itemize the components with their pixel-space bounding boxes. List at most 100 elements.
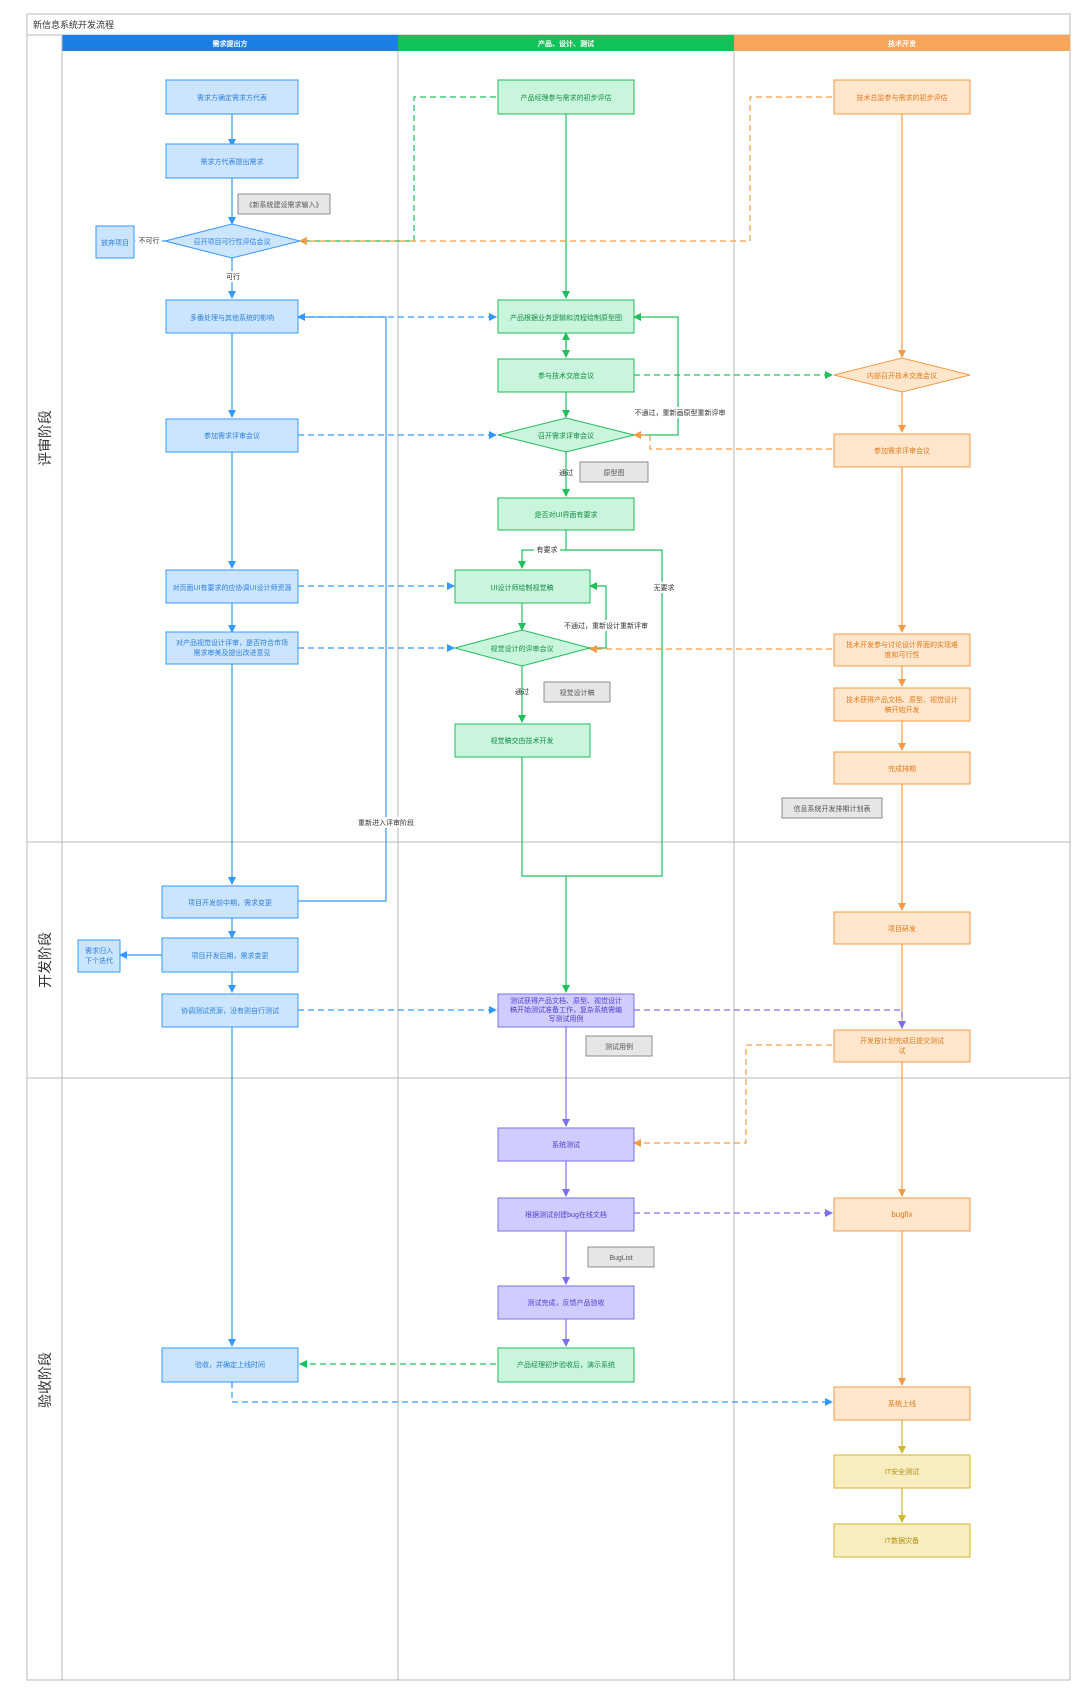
note-visual-label: 视觉设计稿 — [560, 688, 595, 697]
node-n11-label: 项目开发后期，需求变更 — [192, 951, 269, 960]
label-fail-1: 不通过，重新画原型重新评审 — [635, 408, 726, 417]
node-n6 — [165, 418, 299, 453]
node-n5-label: 多番处理与其他系统的影响 — [190, 313, 274, 322]
node-p9-label-3: 写测试用例 — [549, 1014, 584, 1023]
node-t1 — [833, 79, 971, 115]
node-n1 — [165, 79, 299, 115]
pool-frame — [26, 13, 1071, 1681]
node-n1-label: 需求方确定需求方代表 — [197, 93, 267, 102]
node-p6-label: UI设计师绘制视觉稿 — [491, 583, 554, 592]
node-p8 — [454, 723, 591, 758]
node-t2 — [833, 357, 971, 393]
lane-header-product — [398, 35, 734, 51]
node-p7 — [453, 629, 592, 667]
node-t11 — [833, 1454, 971, 1489]
node-t9-label: bugfix — [891, 1210, 912, 1219]
node-p13-label: 产品经理初步验收后，演示系统 — [517, 1360, 615, 1369]
lane-header-requester — [62, 35, 398, 51]
note-visual — [543, 681, 611, 703]
node-t4 — [833, 633, 971, 667]
label-not-required: 无要求 — [654, 583, 675, 592]
note-testcase — [585, 1035, 653, 1057]
node-t7 — [833, 911, 971, 945]
node-n2-label: 需求方代表提出需求 — [201, 157, 264, 166]
node-n2 — [165, 143, 299, 179]
label-reenter: 重新进入评审阶段 — [358, 818, 414, 827]
node-t4-label-1: 技术开发参与讨论设计界面的实现难 — [846, 640, 958, 649]
edges — [119, 96, 906, 1523]
node-t5 — [833, 687, 971, 722]
node-t3 — [833, 433, 971, 468]
phase-review: 评审阶段 — [37, 410, 53, 466]
node-p10-label: 系统测试 — [552, 1140, 580, 1149]
node-p8-label: 视觉稿交由技术开发 — [491, 736, 554, 745]
node-t12 — [833, 1523, 971, 1558]
node-p6 — [454, 569, 591, 604]
node-n12 — [161, 993, 299, 1028]
node-n6-label: 参加需求评审会议 — [204, 431, 260, 440]
node-t7-label: 项目研发 — [888, 924, 916, 933]
node-p1 — [497, 79, 635, 115]
lane-label-requester: 需求提出方 — [213, 39, 248, 48]
requester-nodes: 需求方确定需求方代表 需求方代表提出需求 召开项目可行性评估会议 放弃项目 多番… — [77, 79, 301, 1383]
lane-label-product: 产品、设计、测试 — [538, 39, 594, 48]
node-p4-label: 召开需求评审会议 — [538, 431, 594, 440]
node-t10 — [833, 1386, 971, 1421]
node-t1-label: 技术总监参与需求的初步评估 — [857, 93, 948, 102]
label-pass-1: 通过 — [559, 468, 573, 477]
label-feasible: 可行 — [226, 272, 240, 281]
node-n8 — [165, 631, 299, 665]
node-n5 — [165, 299, 299, 334]
node-p3 — [497, 358, 635, 393]
node-t11-label: IT安全测试 — [885, 1467, 919, 1476]
node-t3-label: 参加需求评审会议 — [874, 446, 930, 455]
node-p11 — [497, 1197, 635, 1232]
node-p9-label-1: 测试获得产品文档、原型、视觉设计 — [510, 996, 622, 1005]
node-p12 — [497, 1285, 635, 1320]
node-t8-label-1: 开发按计划完成后提交测试 — [860, 1036, 944, 1045]
note-prototype-label: 原型图 — [604, 468, 625, 477]
product-nodes: 产品经理参与需求的初步评估 产品根据业务逻辑和流程绘制原型图 参与技术交底会议 … — [453, 79, 635, 1383]
node-p2-label: 产品根据业务逻辑和流程绘制原型图 — [510, 313, 622, 322]
note-new-sys — [237, 193, 331, 215]
node-p3-label: 参与技术交底会议 — [538, 371, 594, 380]
node-p1-label: 产品经理参与需求的初步评估 — [521, 93, 612, 102]
tech-nodes: 技术总监参与需求的初步评估 内部召开技术交底会议 参加需求评审会议 技术开发参与… — [833, 79, 971, 1558]
node-n10 — [77, 939, 121, 973]
node-p5 — [497, 497, 635, 531]
node-n11 — [161, 937, 299, 973]
node-n12-label: 协调测试资源，没有则自行测试 — [181, 1006, 279, 1015]
node-t6-label: 完成排期 — [888, 764, 916, 773]
note-testcase-label: 测试用例 — [605, 1042, 633, 1051]
lane-header-tech — [734, 35, 1070, 51]
edge-labels: 不可行 可行 通过 不通过，重新画原型重新评审 有要求 无要求 不通过，重新设计… — [136, 235, 730, 828]
node-n8-label-2: 需求审美及提出改进意见 — [194, 648, 271, 657]
node-n3-label: 召开项目可行性评估会议 — [194, 237, 271, 246]
node-t2-label: 内部召开技术交底会议 — [867, 371, 937, 380]
note-buglist-label: BugList — [609, 1255, 632, 1262]
node-t12-label: IT数据灾备 — [885, 1536, 919, 1545]
node-n7 — [165, 569, 299, 604]
node-p10 — [497, 1127, 635, 1162]
node-n7-label: 对页面UI有要求的应协调UI设计师资源 — [173, 583, 292, 592]
node-p4 — [497, 417, 635, 453]
node-t6 — [833, 751, 971, 785]
lane-label-tech: 技术开发 — [888, 39, 917, 48]
note-schedule-label: 信息系统开发排期计划表 — [794, 804, 871, 813]
node-t8 — [833, 1029, 971, 1063]
node-t9 — [833, 1197, 971, 1232]
phase-acceptance: 验收阶段 — [37, 1352, 53, 1408]
node-n4-label: 放弃项目 — [101, 238, 129, 247]
node-p9 — [497, 993, 635, 1028]
label-fail-2: 不通过，重新设计重新评审 — [564, 621, 648, 630]
note-prototype — [579, 461, 649, 483]
note-schedule — [781, 797, 883, 819]
node-n9-label: 项目开发前中期，需求变更 — [188, 898, 272, 907]
node-n3 — [164, 223, 301, 259]
node-t5-label-2: 稿开始开发 — [885, 705, 920, 714]
phase-develop: 开发阶段 — [37, 932, 53, 988]
node-n8-label-1: 对产品视觉设计评审，是否符合市场 — [176, 638, 288, 647]
label-pass-2: 通过 — [515, 687, 529, 696]
node-t5-label-1: 技术获得产品文档、原型、视觉设计 — [846, 695, 958, 704]
